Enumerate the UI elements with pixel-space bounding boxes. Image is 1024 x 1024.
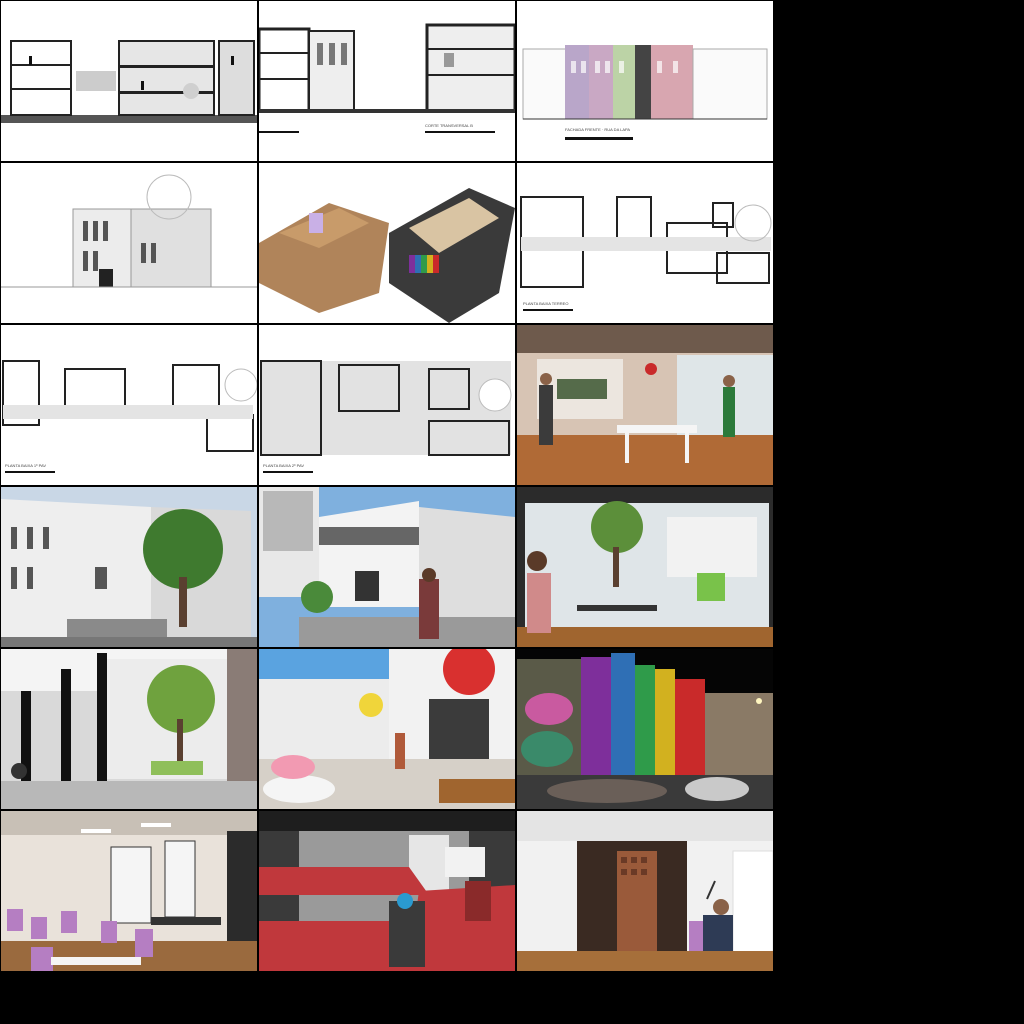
svg-text:PLANTA BAIXA 1º PAV: PLANTA BAIXA 1º PAV bbox=[5, 463, 46, 468]
tile-kitchen-render bbox=[517, 325, 773, 485]
exterior-render-icon bbox=[517, 649, 773, 809]
tile-terrace-render bbox=[259, 487, 515, 647]
3d-model-icon bbox=[259, 163, 515, 323]
exterior-render-icon bbox=[259, 487, 515, 647]
tile-axonometric-models bbox=[259, 163, 515, 323]
tile-glass-courtyard-render bbox=[1, 649, 257, 809]
tile-courtyard-render bbox=[517, 487, 773, 647]
tile-second-floor-plan: PLANTA BAIXA 2º PAV bbox=[259, 325, 515, 485]
floor-plan-icon: PLANTA BAIXA TERREO bbox=[517, 163, 773, 323]
tile-stage-render bbox=[259, 811, 515, 971]
tile-ground-floor-plan: PLANTA BAIXA TERREO bbox=[517, 163, 773, 323]
cross-section-drawing-icon bbox=[1, 1, 257, 161]
image-grid: CORTE TRANSVERSAL B FACHADA FRENTE · RUA… bbox=[1, 1, 773, 971]
tile-first-floor-plan: PLANTA BAIXA 1º PAV bbox=[1, 325, 257, 485]
tile-exterior-render bbox=[1, 487, 257, 647]
interior-render-icon bbox=[517, 487, 773, 647]
tile-longitudinal-section bbox=[1, 1, 257, 161]
interior-render-icon bbox=[1, 649, 257, 809]
svg-text:PLANTA BAIXA TERREO: PLANTA BAIXA TERREO bbox=[523, 301, 568, 306]
svg-text:CORTE TRANSVERSAL B: CORTE TRANSVERSAL B bbox=[425, 123, 473, 128]
svg-text:FACHADA FRENTE · RUA DA LAPA: FACHADA FRENTE · RUA DA LAPA bbox=[565, 127, 630, 132]
exterior-render-icon bbox=[1, 487, 257, 647]
tile-cross-section: CORTE TRANSVERSAL B bbox=[259, 1, 515, 161]
floor-plan-icon: PLANTA BAIXA 1º PAV bbox=[1, 325, 257, 485]
tile-pool-terrace-render bbox=[259, 649, 515, 809]
interior-render-icon bbox=[517, 325, 773, 485]
svg-text:PLANTA BAIXA 2º PAV: PLANTA BAIXA 2º PAV bbox=[263, 463, 304, 468]
cross-section-drawing-icon: CORTE TRANSVERSAL B bbox=[259, 1, 515, 161]
exterior-render-icon bbox=[259, 649, 515, 809]
elevation-drawing-icon bbox=[1, 163, 257, 323]
interior-render-icon bbox=[517, 811, 773, 971]
interior-render-icon bbox=[1, 811, 257, 971]
floor-plan-icon: PLANTA BAIXA 2º PAV bbox=[259, 325, 515, 485]
facade-elevation-icon: FACHADA FRENTE · RUA DA LAPA bbox=[517, 1, 773, 161]
tile-night-street-render bbox=[517, 649, 773, 809]
tile-street-elevation: FACHADA FRENTE · RUA DA LAPA bbox=[517, 1, 773, 161]
tile-dining-render bbox=[1, 811, 257, 971]
tile-side-elevation bbox=[1, 163, 257, 323]
interior-render-icon bbox=[259, 811, 515, 971]
tile-lounge-render bbox=[517, 811, 773, 971]
